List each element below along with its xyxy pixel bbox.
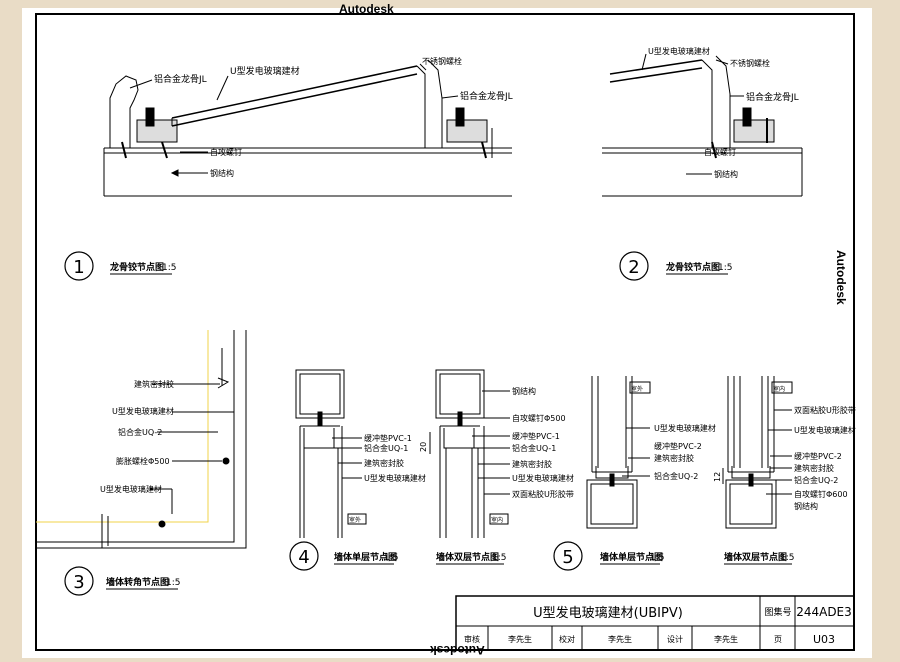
label-outer-4: 室外: [349, 516, 361, 524]
review-name: 李先生: [508, 634, 532, 644]
label-self-tap-600-5: 自攻螺钉Φ600: [794, 489, 848, 499]
label-self-tap-2: 自攻螺钉: [704, 147, 736, 157]
drawing-border: [35, 13, 855, 651]
label-lv-jin-ju-1: 铝合金龙骨JL: [154, 73, 207, 85]
label-stainless-bolt-1: 不锈钢螺栓: [422, 56, 462, 66]
detail-1-drawing: [103, 59, 512, 197]
design-label: 设计: [667, 634, 683, 644]
cad-drawing: 铝合金龙骨JL U型发电玻璃建材 不锈钢螺栓 铝合金龙骨JL 自攻螺钉 钢结构 …: [35, 13, 856, 651]
design-name: 李先生: [714, 634, 738, 644]
detail-3-number: 3: [73, 572, 84, 593]
detail-5-scale: 1:5: [650, 553, 664, 563]
label-weather-seal-5b: 建筑密封胶: [794, 463, 834, 473]
label-inner-5: 室内: [773, 385, 785, 393]
label-self-tap-500-4: 自攻螺钉Φ500: [512, 413, 566, 423]
detail-1-title: 龙骨铰节点图: [109, 261, 164, 273]
detail-4-title: 墙体单层节点图: [334, 551, 397, 563]
detail-5-drawing: [586, 376, 793, 529]
label-steel-struct-4: 钢结构: [512, 386, 536, 396]
label-buffer-pvc2-5a: 缓冲垫PVC-2: [654, 441, 702, 451]
label-u-glass-5b: U型发电玻璃建材: [794, 425, 856, 435]
detail-5-title: 墙体单层节点图: [600, 551, 663, 563]
check-name: 李先生: [608, 634, 632, 644]
label-u-glass-4a: U型发电玻璃建材: [364, 473, 426, 483]
label-buffer-pvc1-4a: 缓冲垫PVC-1: [364, 433, 412, 443]
detail-5-second-scale: 1:5: [780, 553, 794, 563]
label-expansion-bolt-3: 膨胀螺栓Φ500: [116, 456, 170, 466]
check-label: 校对: [559, 634, 575, 644]
detail-3-drawing: [36, 330, 247, 549]
detail-2-drawing: [602, 53, 803, 197]
label-alu-uq1-4b: 铝合金UQ-1: [512, 443, 556, 453]
detail-2-title: 龙骨铰节点图: [665, 261, 720, 273]
label-buffer-pvc2-5b: 缓冲垫PVC-2: [794, 451, 842, 461]
label-steel-struct-5: 钢结构: [794, 501, 818, 511]
detail-1-circle: [64, 251, 94, 281]
detail-1-number: 1: [73, 257, 84, 278]
detail-4-second-title: 墙体双层节点图: [436, 551, 499, 563]
label-weather-seal-4b: 建筑密封胶: [512, 459, 552, 469]
label-steel-struct-1: 钢结构: [210, 168, 234, 178]
label-buffer-pvc1-4b: 缓冲垫PVC-1: [512, 431, 560, 441]
label-u-glass-2: U型发电玻璃建材: [648, 46, 710, 56]
detail-3-circle: [64, 566, 94, 596]
detail-5-circle: [553, 541, 583, 571]
detail-4-circle: [289, 541, 319, 571]
label-tape-4: 双面粘胶U形胶带: [512, 489, 574, 499]
detail-1-scale: 1:5: [162, 263, 176, 273]
label-weather-seal-4a: 建筑密封胶: [364, 458, 404, 468]
title-block: [455, 595, 855, 651]
label-weather-seal-5a: 建筑密封胶: [654, 453, 694, 463]
watermark-right: Autodesk: [834, 250, 848, 305]
detail-5-number: 5: [562, 547, 573, 568]
label-u-glass-5a: U型发电玻璃建材: [654, 423, 716, 433]
detail-2-number: 2: [628, 257, 639, 278]
detail-4-scale: 1:5: [384, 553, 398, 563]
drawing-sheet: 铝合金龙骨JL U型发电玻璃建材 不锈钢螺栓 铝合金龙骨JL 自攻螺钉 钢结构 …: [22, 8, 872, 658]
detail-4-number: 4: [298, 547, 309, 568]
label-inner-4: 室内: [491, 516, 503, 524]
label-alu-uq2-3: 铝合金UQ-2: [118, 427, 162, 437]
label-dim-12: 12: [713, 472, 722, 482]
atlas-number: 244ADE3: [796, 605, 852, 619]
detail-3-scale: 1:5: [166, 578, 180, 588]
detail-4-drawing: [295, 369, 510, 538]
detail-2-scale: 1:5: [718, 263, 732, 273]
review-label: 审核: [464, 634, 480, 644]
label-dim-20: 20: [419, 442, 428, 452]
label-u-glass-1: U型发电玻璃建材: [230, 65, 300, 77]
label-lv-jin-ju-1b: 铝合金龙骨JL: [460, 90, 513, 102]
label-tape-5: 双面粘胶U形胶带: [794, 405, 856, 415]
label-alu-uq1-4a: 铝合金UQ-1: [364, 443, 408, 453]
watermark-bottom: Autodesk: [430, 643, 485, 657]
label-self-tap-1: 自攻螺钉: [210, 147, 242, 157]
watermark-top: Autodesk: [339, 2, 394, 16]
label-u-glass-4b: U型发电玻璃建材: [512, 473, 574, 483]
label-weather-seal-3: 建筑密封胶: [134, 379, 174, 389]
label-alu-uq2-5b: 铝合金UQ-2: [794, 475, 838, 485]
label-steel-struct-2: 钢结构: [714, 169, 738, 179]
page-label: 页: [774, 635, 782, 644]
detail-3-title: 墙体转角节点图: [106, 576, 169, 588]
label-alu-uq2-5a: 铝合金UQ-2: [654, 471, 698, 481]
label-stainless-bolt-2: 不锈钢螺栓: [730, 58, 770, 68]
page-number: U03: [813, 633, 835, 646]
label-u-glass-3b: U型发电玻璃建材: [100, 484, 162, 494]
detail-2-circle: [619, 251, 649, 281]
label-lv-jin-ju-2: 铝合金龙骨JL: [746, 91, 799, 103]
detail-4-second-scale: 1:5: [492, 553, 506, 563]
label-outer-5: 室外: [631, 385, 643, 393]
atlas-label: 图集号: [764, 606, 791, 618]
label-u-glass-3a: U型发电玻璃建材: [112, 406, 174, 416]
detail-5-second-title: 墙体双层节点图: [724, 551, 787, 563]
title-block-title: U型发电玻璃建材(UBIPV): [533, 605, 683, 621]
